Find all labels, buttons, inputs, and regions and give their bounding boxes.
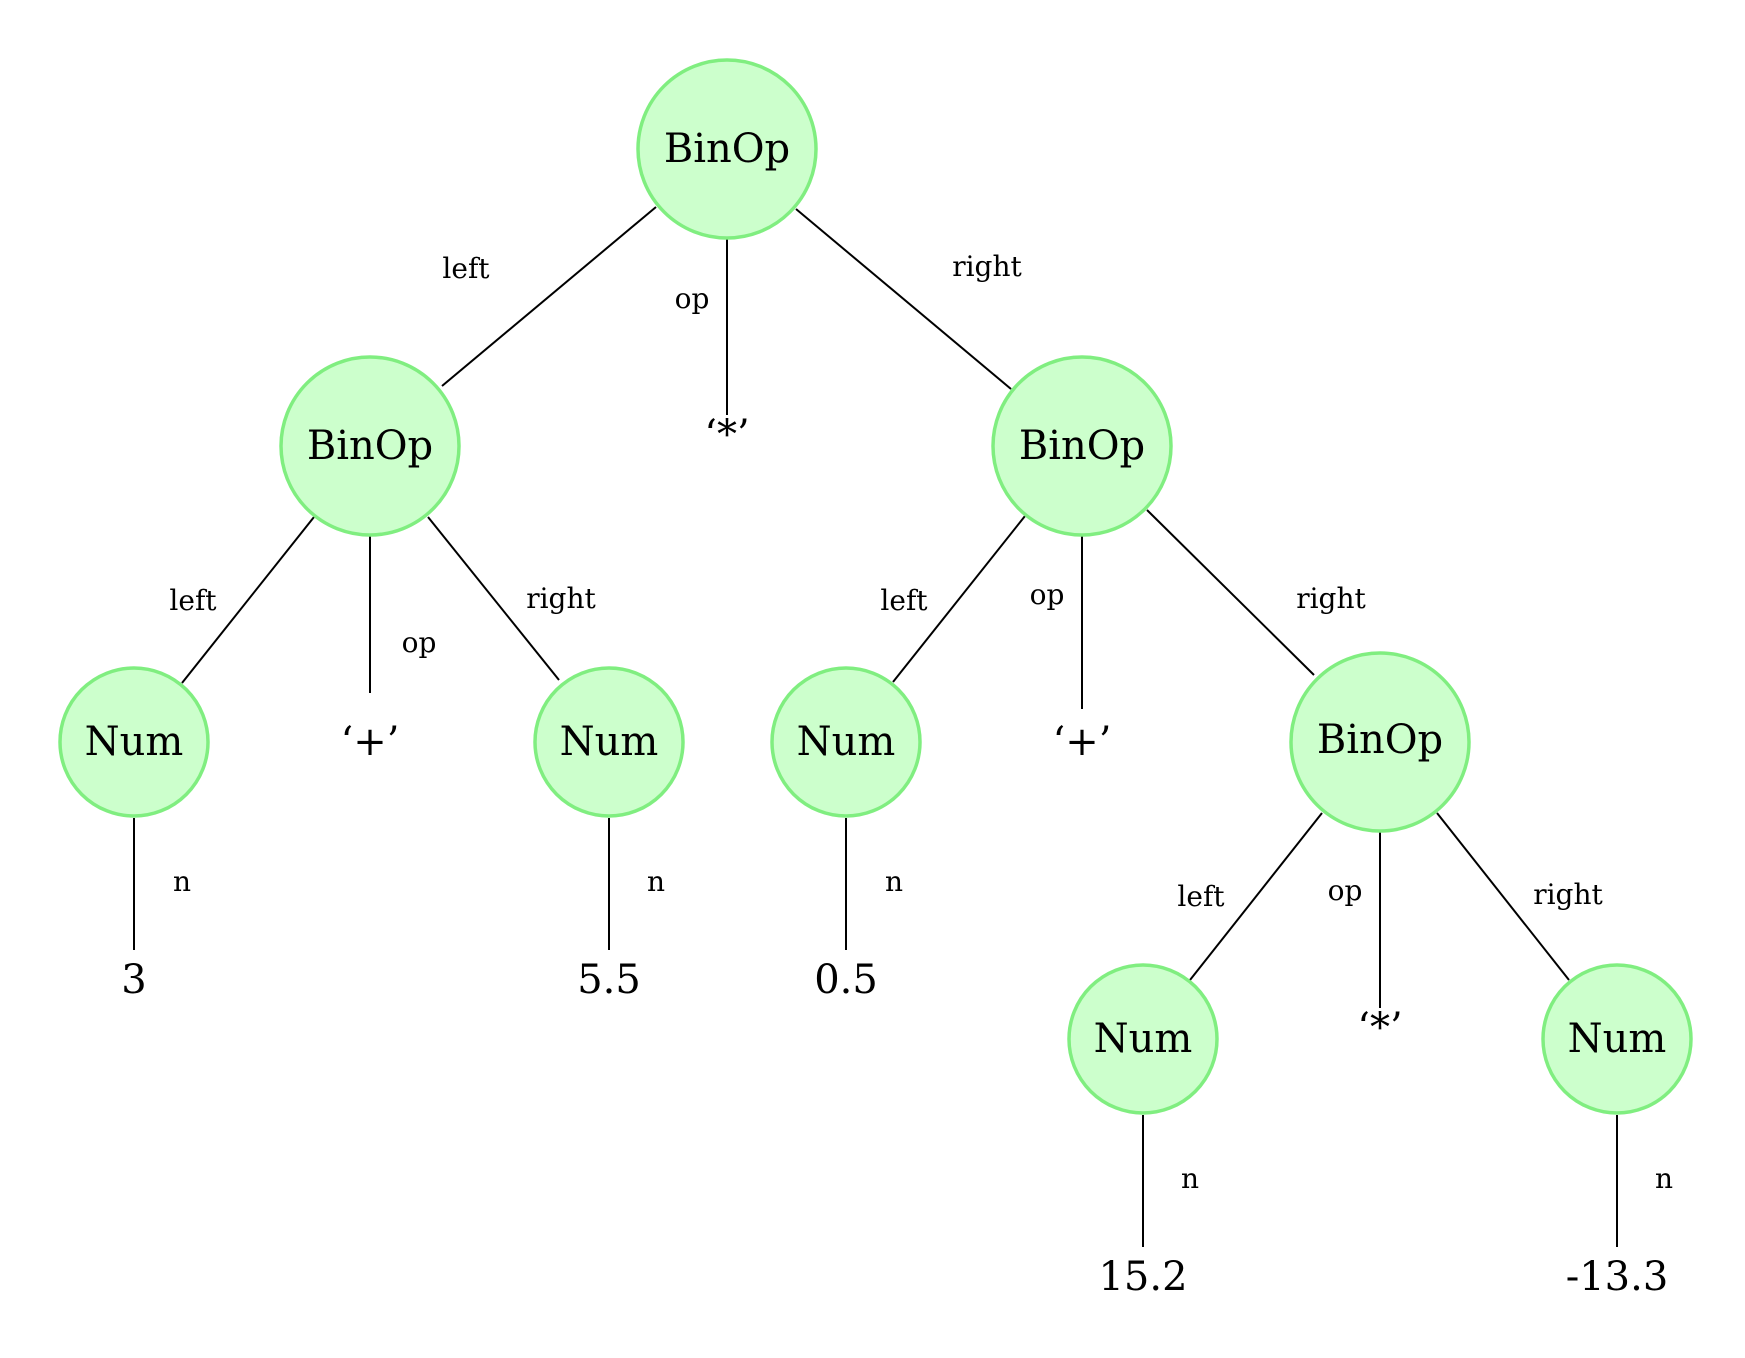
edge-label-root-left: left	[442, 252, 490, 285]
edges	[133, 206, 1618, 1247]
node-num-neg-13-3: Num	[1541, 963, 1693, 1115]
node-right: BinOp	[991, 355, 1173, 537]
value-5-5: 5.5	[577, 957, 641, 1003]
op-right-right: ‘*’	[1357, 1005, 1402, 1051]
node-label: BinOp	[307, 423, 433, 469]
node-label: Num	[85, 719, 184, 765]
edge-rr-left	[1189, 812, 1323, 981]
value-0-5: 0.5	[814, 957, 878, 1003]
edge-label-rr-left: left	[1177, 880, 1225, 913]
edge-label-root-op: op	[675, 282, 710, 315]
node-num-0-5: Num	[770, 666, 922, 818]
value-3: 3	[121, 957, 146, 1003]
edge-l-left	[181, 516, 315, 684]
edge-root-right	[795, 208, 1012, 390]
node-label: BinOp	[664, 126, 790, 172]
edge-label-l-right: right	[526, 582, 596, 615]
edge-rr-right	[1436, 812, 1570, 981]
value-neg-13-3: -13.3	[1566, 1254, 1669, 1300]
edge-label-rr-op: op	[1328, 874, 1363, 907]
edge-label-n-3: n	[173, 865, 191, 898]
edge-root-left	[441, 206, 657, 387]
leaf-values: ‘*’ ‘+’ ‘+’ ‘*’ 3 5.5 0.5 15.2 -13.3	[121, 412, 1668, 1300]
node-root: BinOp	[636, 58, 818, 240]
edge-label-r-right: right	[1296, 582, 1366, 615]
edge-label-l-op: op	[402, 626, 437, 659]
nodes: BinOp BinOp BinOp Num Num Num BinOp Num	[58, 58, 1693, 1115]
value-15-2: 15.2	[1098, 1254, 1187, 1300]
node-label: BinOp	[1019, 423, 1145, 469]
edge-label-r-op: op	[1030, 578, 1065, 611]
edge-label-rr-right: right	[1533, 878, 1603, 911]
node-left: BinOp	[279, 355, 461, 537]
node-num-3: Num	[58, 666, 210, 818]
op-root: ‘*’	[704, 412, 749, 458]
node-label: BinOp	[1317, 717, 1443, 763]
edge-label-n-neg-13-3: n	[1655, 1162, 1673, 1195]
edge-label-l-left: left	[169, 584, 217, 617]
edge-labels: left op right left op right left op righ…	[169, 250, 1673, 1195]
node-label: Num	[1568, 1016, 1667, 1062]
node-label: Num	[797, 719, 896, 765]
edge-r-right	[1146, 509, 1315, 676]
node-right-right: BinOp	[1289, 651, 1471, 833]
edge-label-n-5-5: n	[647, 865, 665, 898]
node-num-5-5: Num	[533, 666, 685, 818]
edge-label-n-15-2: n	[1181, 1162, 1199, 1195]
node-label: Num	[1094, 1016, 1193, 1062]
node-num-15-2: Num	[1067, 963, 1219, 1115]
node-label: Num	[560, 719, 659, 765]
edge-r-left	[892, 515, 1026, 683]
edge-l-right	[427, 516, 560, 681]
op-right: ‘+’	[1053, 719, 1112, 765]
edge-label-r-left: left	[880, 584, 928, 617]
edge-label-n-0-5: n	[885, 865, 903, 898]
op-left: ‘+’	[341, 719, 400, 765]
edge-label-root-right: right	[952, 250, 1022, 283]
